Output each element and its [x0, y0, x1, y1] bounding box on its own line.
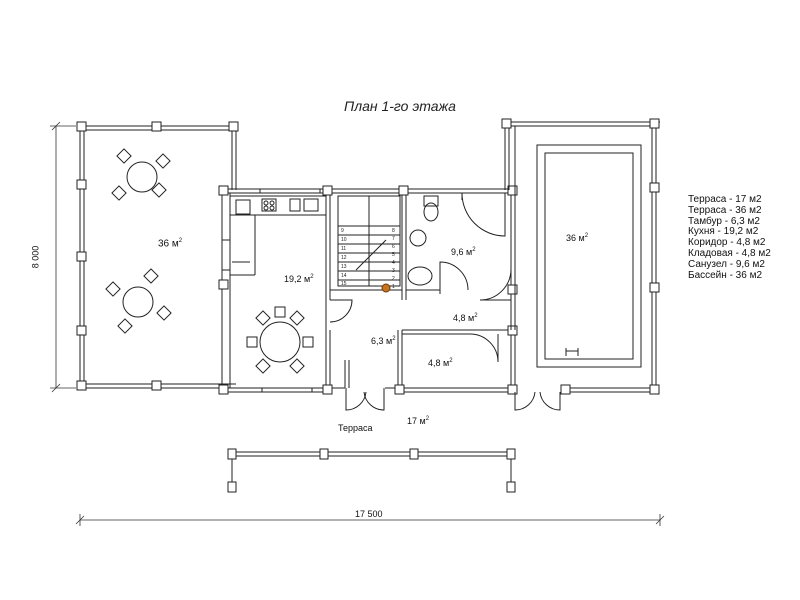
bathroom-door [439, 261, 469, 291]
kitchen-counter [230, 195, 326, 276]
legend-item: Кладовая - 4,8 м2 [688, 247, 771, 259]
kitchen-table [246, 306, 314, 374]
width-dimension: 17 500 [355, 509, 383, 519]
stair-step-number: 15 [341, 281, 347, 287]
stair-step-number: 8 [392, 228, 395, 234]
storage-area: 4,8 м2 [428, 358, 453, 368]
kitchen-window-bottom [261, 387, 313, 393]
left-terrace-frame [76, 121, 239, 391]
dimension-lines [50, 121, 665, 526]
bathroom-fixtures [407, 192, 506, 286]
pool-area: 36 м2 [566, 233, 589, 243]
left-terrace-area: 36 м2 [158, 238, 183, 250]
stair-step-number: 11 [341, 246, 346, 252]
legend-item: Терраса - 17 м2 [688, 194, 762, 205]
stair-step-number: 13 [341, 264, 347, 270]
corridor-door [479, 268, 512, 301]
bathroom-area: 9,6 м2 [451, 247, 476, 257]
kitchen-window-top [259, 188, 321, 194]
terrace-table-1 [111, 148, 171, 201]
kitchen-area: 19,2 м2 [284, 274, 314, 284]
plan-title: План 1-го этажа [344, 98, 456, 114]
stair-step-number: 10 [341, 237, 347, 243]
kitchen-window-left [221, 239, 231, 271]
pipe-marker [381, 283, 391, 293]
stair-step-number: 3 [392, 268, 395, 274]
legend-item: Бассейн - 36 м2 [688, 269, 763, 281]
legend-item: Тамбур - 6,3 м2 [688, 215, 760, 227]
entrance-doors [344, 360, 561, 411]
stair-numbers: 9 10 11 12 13 14 15 8 7 6 5 4 3 2 1 [341, 228, 395, 290]
stair-step-number: 14 [341, 273, 347, 279]
front-terrace-frame [227, 448, 516, 493]
stair-step-number: 12 [341, 255, 347, 261]
pool-house-walls [501, 118, 660, 395]
pool-ladder [565, 348, 579, 356]
vestibule-area: 6,3 м2 [371, 336, 396, 346]
stair-step-number: 4 [392, 260, 395, 266]
front-terrace-label: Терраса [338, 423, 373, 433]
stair-step-number: 9 [341, 228, 344, 234]
legend-item: Кухня - 19,2 м2 [688, 226, 759, 238]
stair-step-number: 1 [392, 284, 395, 290]
height-dimension: 8 000 [30, 245, 41, 269]
legend-item: Санузел - 9,6 м2 [688, 258, 765, 270]
terrace-table-2 [105, 268, 172, 334]
front-terrace-area: 17 м2 [407, 416, 430, 426]
storage-door [469, 333, 499, 363]
kitchen-door [329, 299, 353, 323]
legend-item: Терраса - 36 м2 [688, 204, 762, 216]
stair-step-number: 2 [392, 276, 395, 282]
stair-step-number: 6 [392, 244, 395, 250]
stair-step-number: 5 [392, 252, 395, 258]
corridor-area: 4,8 м2 [453, 313, 478, 323]
staircase [337, 195, 401, 287]
legend-item: Коридор - 4,8 м2 [688, 237, 766, 249]
pool-inner [544, 152, 634, 360]
pool-outer [536, 144, 642, 368]
stair-step-number: 7 [392, 236, 395, 242]
